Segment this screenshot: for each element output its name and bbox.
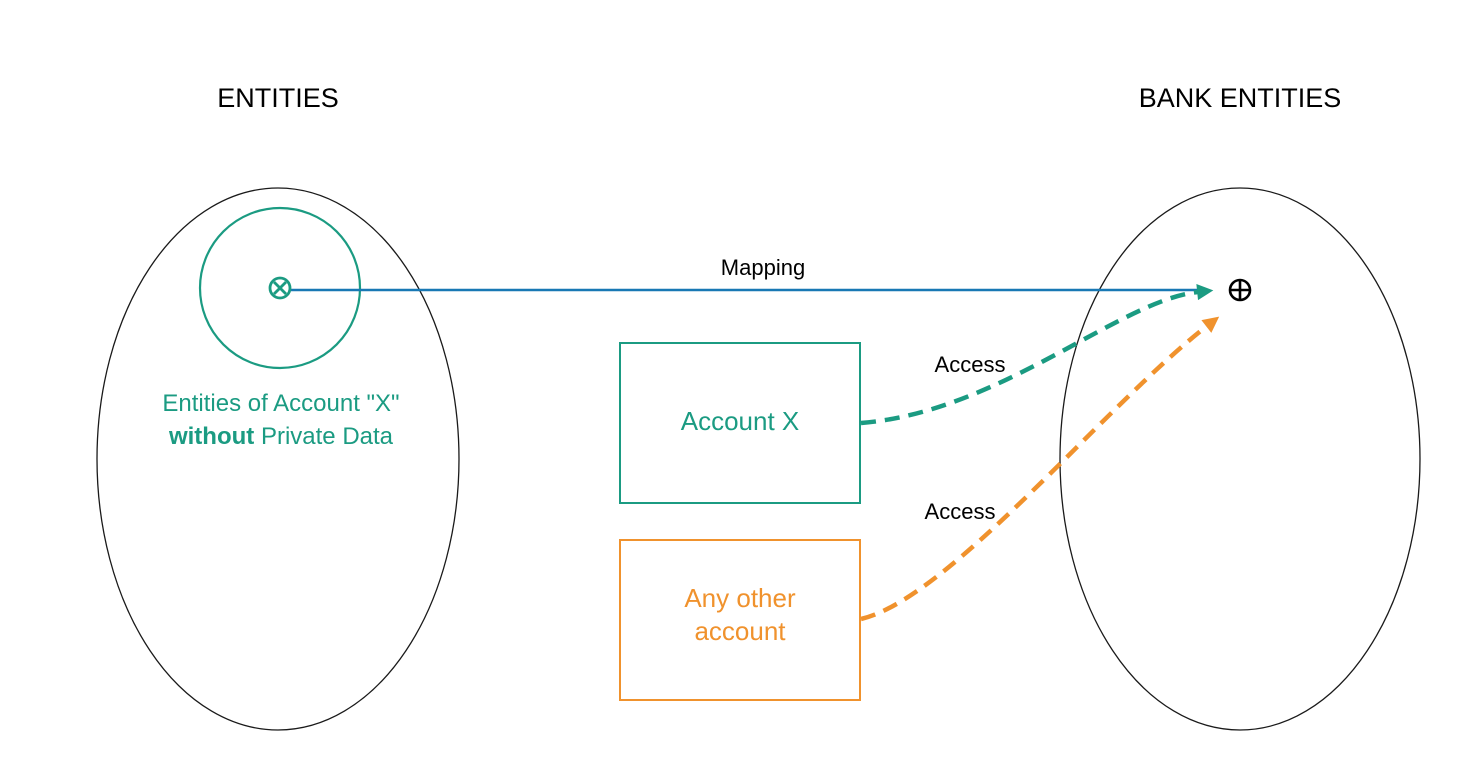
access-arrow-teal [860, 284, 1214, 426]
circled-plus-icon [1228, 278, 1252, 302]
entities-title: ENTITIES [217, 83, 339, 113]
entities-ellipse [96, 187, 460, 731]
bank-entities-title: BANK ENTITIES [1139, 83, 1342, 113]
account-x-label: Account X [681, 406, 800, 436]
other-account-box [619, 539, 861, 701]
access-arrow-orange [860, 316, 1220, 622]
access-label-orange: Access [925, 499, 996, 524]
mapping-label: Mapping [721, 255, 805, 280]
account-subset-circle [198, 206, 362, 370]
account-x-box [619, 342, 861, 504]
access-label-teal: Access [935, 352, 1006, 377]
circled-times-icon [268, 276, 292, 300]
bank-entities-ellipse [1059, 187, 1421, 731]
subset-label: Entities of Account "X"without Private D… [162, 390, 399, 450]
